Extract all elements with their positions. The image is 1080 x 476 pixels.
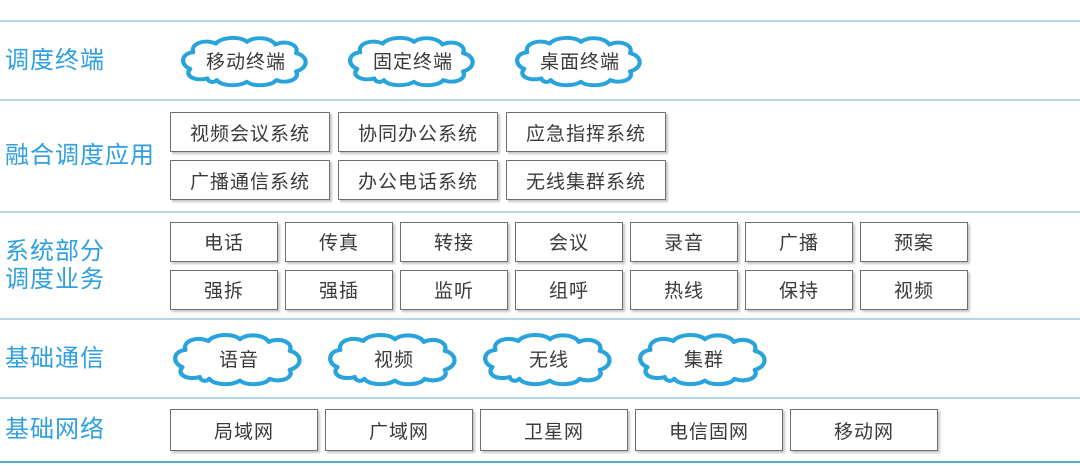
divider [0,211,1080,213]
network-box-group: 局域网 广域网 卫星网 电信固网 移动网 [170,409,938,451]
node-wireless-trunking-system: 无线集群系统 [506,160,666,200]
divider [0,461,1080,463]
node-telecom-fixed-net: 电信固网 [635,409,783,451]
node-hold: 保持 [745,269,853,310]
node-force-insert: 强插 [285,269,393,310]
node-hotline: 热线 [630,269,738,310]
comm-cloud-group: 语音 视频 无线 集群 [170,332,773,386]
app-box-group: 视频会议系统 协同办公系统 应急指挥系统 广播通信系统 办公电话系统 无线集群系… [170,112,666,200]
node-wireless: 无线 [480,332,618,386]
layer-dispatch-services: 系统部分 调度业务 电话 传真 转接 会议 录音 广播 预案 强拆 强插 监听 … [0,213,1080,318]
service-box-row: 电话 传真 转接 会议 录音 广播 预案 [170,221,968,262]
node-plan: 预案 [860,221,968,262]
node-video-conference-system: 视频会议系统 [170,112,330,152]
node-office-phone-system: 办公电话系统 [338,160,498,200]
node-label: 固定终端 [372,52,453,73]
node-video-service: 视频 [860,269,968,310]
node-fixed-terminal: 固定终端 [345,35,481,87]
layer-label-line: 调度业务 [5,265,105,293]
terminal-cloud-group: 移动终端 固定终端 桌面终端 [178,35,648,87]
node-label: 视频 [373,350,414,371]
divider [0,20,1080,22]
divider [0,318,1080,320]
service-box-group: 电话 传真 转接 会议 录音 广播 预案 强拆 强插 监听 组呼 热线 保持 视… [170,221,968,310]
divider [0,397,1080,399]
service-box-row: 强拆 强插 监听 组呼 热线 保持 视频 [170,269,968,310]
node-broadcast: 广播 [745,221,853,262]
node-lan: 局域网 [170,409,318,451]
node-group-call: 组呼 [515,269,623,310]
layer-converged-dispatch-apps: 融合调度应用 视频会议系统 协同办公系统 应急指挥系统 广播通信系统 办公电话系… [0,101,1080,211]
layer-label-dispatch-services: 系统部分 调度业务 [5,238,105,294]
node-video-comm: 视频 [325,332,463,386]
node-desktop-terminal: 桌面终端 [512,35,648,87]
node-label: 无线 [528,350,569,371]
node-label: 移动终端 [205,52,286,73]
node-emergency-command-system: 应急指挥系统 [506,112,666,152]
node-mobile-terminal: 移动终端 [178,35,314,87]
layer-basic-network: 基础网络 局域网 广域网 卫星网 电信固网 移动网 [0,399,1080,461]
node-force-release: 强拆 [170,269,278,310]
app-box-row: 广播通信系统 办公电话系统 无线集群系统 [170,160,666,200]
node-label: 桌面终端 [539,52,620,73]
node-phone: 电话 [170,221,278,262]
node-conference: 会议 [515,221,623,262]
app-box-row: 视频会议系统 协同办公系统 应急指挥系统 [170,112,666,152]
divider [0,99,1080,101]
node-label: 集群 [683,350,724,371]
node-label: 语音 [218,350,259,371]
layer-label-dispatch-terminals: 调度终端 [5,46,105,74]
node-fax: 传真 [285,221,393,262]
node-recording: 录音 [630,221,738,262]
node-mobile-net: 移动网 [790,409,938,451]
layer-label-basic-communication: 基础通信 [5,344,105,372]
node-trunking: 集群 [635,332,773,386]
node-monitor: 监听 [400,269,508,310]
node-collaborative-office-system: 协同办公系统 [338,112,498,152]
layer-label-line: 系统部分 [5,237,105,265]
layer-label-basic-network: 基础网络 [5,416,105,443]
node-voice: 语音 [170,332,308,386]
layer-basic-communication: 基础通信 语音 视频 无线 集群 [0,320,1080,397]
node-broadcast-comm-system: 广播通信系统 [170,160,330,200]
layer-label-converged-dispatch-apps: 融合调度应用 [5,142,155,169]
node-satellite-net: 卫星网 [480,409,628,451]
layer-dispatch-terminals: 调度终端 移动终端 固定终端 桌面终端 [0,22,1080,99]
node-wan: 广域网 [325,409,473,451]
node-transfer: 转接 [400,221,508,262]
